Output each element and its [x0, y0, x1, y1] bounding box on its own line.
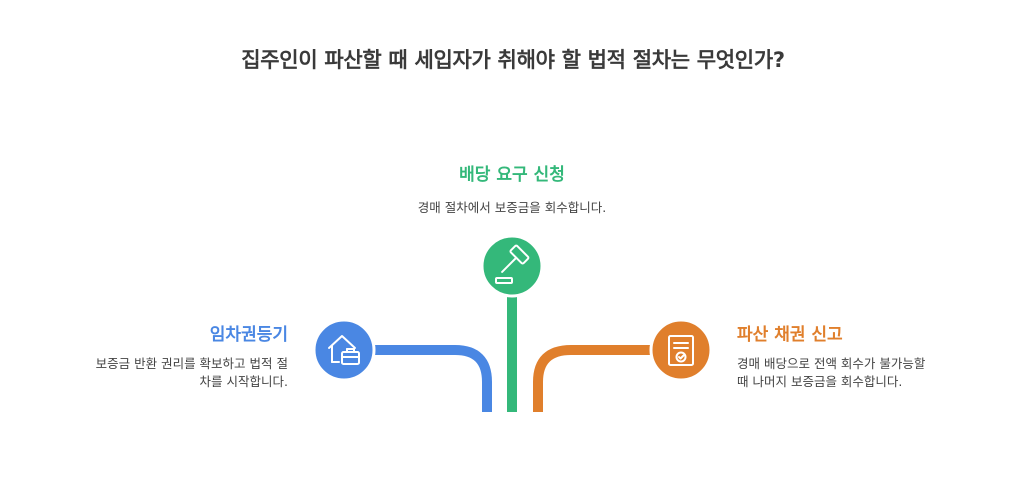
step-top-description: 경매 절차에서 보증금을 회수합니다. — [417, 200, 607, 215]
step-left-label: 임차권등기 — [209, 325, 288, 345]
step-right-description-line-2: 때 나머지 보증금을 회수합니다. — [737, 374, 903, 389]
right-connector — [533, 345, 681, 412]
page-title: 집주인이 파산할 때 세입자가 취해야 할 법적 절차는 무엇인가? — [241, 48, 785, 72]
step-right-description-line-1: 경매 배당으로 전액 회수가 불가능할 — [737, 356, 926, 371]
step-left-description-line-1: 보증금 반환 권리를 확보하고 법적 절 — [95, 356, 288, 371]
gavel-icon — [480, 234, 544, 298]
house-briefcase-icon — [312, 318, 376, 382]
left-connector — [344, 345, 492, 412]
step-left-description-line-2: 차를 시작합니다. — [199, 374, 288, 389]
step-right-label: 파산 채권 신고 — [737, 325, 843, 345]
step-left-description: 보증금 반환 권리를 확보하고 법적 절 차를 시작합니다. — [38, 355, 288, 391]
certificate-icon — [649, 318, 713, 382]
step-top-label: 배당 요구 신청 — [459, 165, 565, 185]
step-right-description: 경매 배당으로 전액 회수가 불가능할 때 나머지 보증금을 회수합니다. — [737, 355, 1007, 391]
